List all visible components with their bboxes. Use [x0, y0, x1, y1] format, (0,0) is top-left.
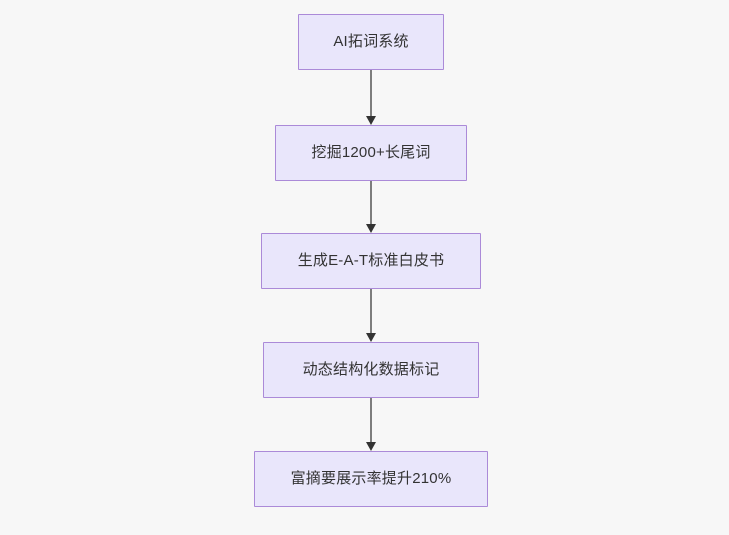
flow-edge-arrowhead-icon: [366, 224, 376, 233]
flow-node-label: AI拓词系统: [333, 33, 409, 50]
flow-node-label: 生成E-A-T标准白皮书: [297, 252, 445, 269]
flow-node-label: 富摘要展示率提升210%: [290, 470, 452, 487]
flow-edge-line: [370, 181, 372, 225]
flow-edge-line: [370, 70, 372, 117]
flow-node-label: 动态结构化数据标记: [302, 361, 440, 378]
flow-edge-arrowhead-icon: [366, 442, 376, 451]
flow-node-dynamic-structured-data-markup[interactable]: 动态结构化数据标记: [263, 342, 479, 398]
flow-node-ai-keyword-system[interactable]: AI拓词系统: [298, 14, 444, 70]
flow-edge-arrowhead-icon: [366, 116, 376, 125]
flow-node-mine-longtail-keywords[interactable]: 挖掘1200+长尾词: [275, 125, 467, 181]
flow-edge-line: [370, 289, 372, 334]
flow-node-rich-snippet-rate-increase[interactable]: 富摘要展示率提升210%: [254, 451, 488, 507]
flow-node-label: 挖掘1200+长尾词: [311, 144, 431, 161]
flow-edge-arrowhead-icon: [366, 333, 376, 342]
flow-node-generate-eat-whitepaper[interactable]: 生成E-A-T标准白皮书: [261, 233, 481, 289]
flow-edge-line: [370, 398, 372, 443]
